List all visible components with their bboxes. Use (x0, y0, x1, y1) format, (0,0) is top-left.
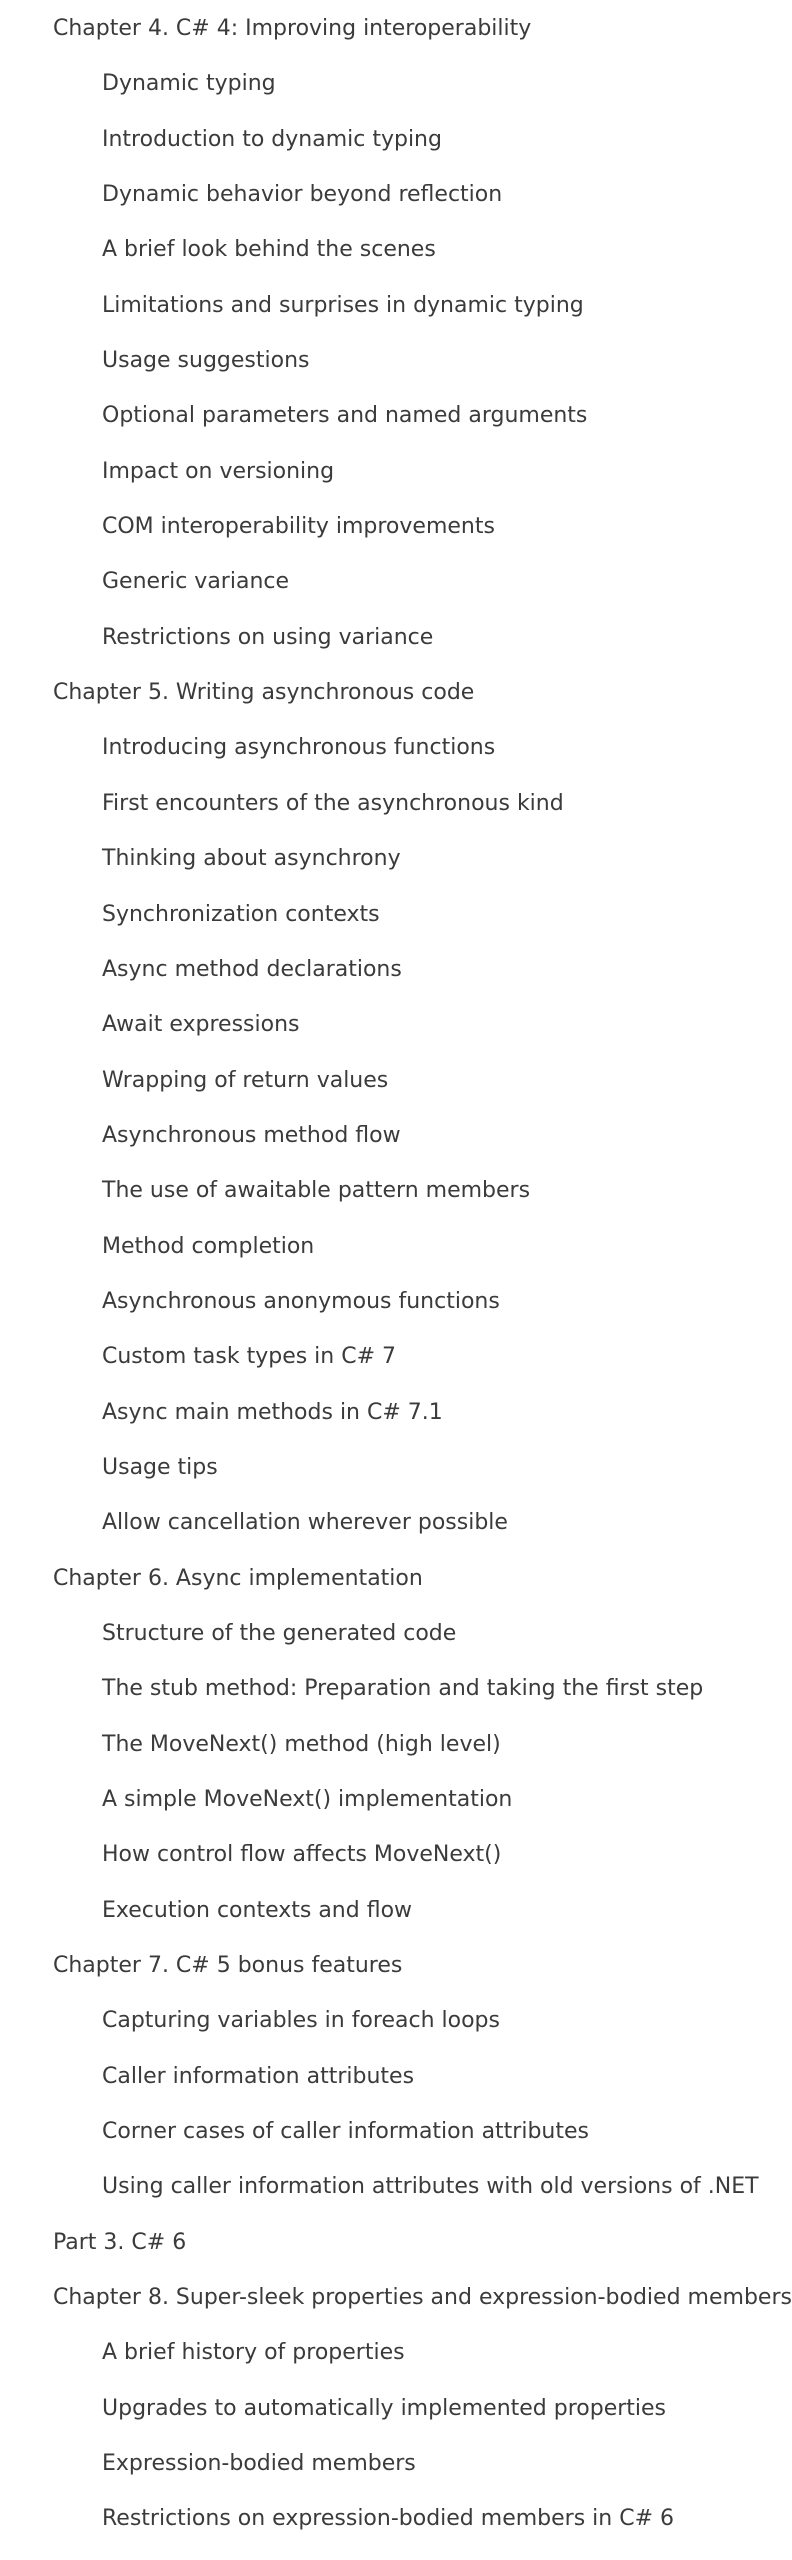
toc-section-link[interactable]: Using caller information attributes with… (102, 2174, 759, 2200)
toc-section-link[interactable]: Caller information attributes (102, 2063, 415, 2089)
toc-section-link[interactable]: Dynamic typing (102, 71, 276, 97)
toc-section-link[interactable]: How control flow affects MoveNext() (102, 1842, 502, 1868)
toc-section-link[interactable]: Upgrades to automatically implemented pr… (102, 2395, 667, 2421)
toc-section-link[interactable]: First encounters of the asynchronous kin… (102, 790, 564, 816)
toc-section-link[interactable]: Capturing variables in foreach loops (102, 2008, 500, 2034)
toc-section-link[interactable]: Impact on versioning (102, 458, 335, 484)
toc-chapter-link[interactable]: Chapter 7. C# 5 bonus features (53, 1953, 403, 1979)
toc-section-link[interactable]: Await expressions (102, 1012, 300, 1038)
toc-section-link[interactable]: Expression-bodied members (102, 2451, 416, 2477)
toc-section-link[interactable]: The stub method: Preparation and taking … (102, 1676, 704, 1702)
toc-section-link[interactable]: Method completion (102, 1233, 315, 1259)
toc-section-link[interactable]: The MoveNext() method (high level) (102, 1731, 501, 1757)
toc-section-link[interactable]: Limitations and surprises in dynamic typ… (102, 292, 584, 318)
toc-section-link[interactable]: COM interoperability improvements (102, 514, 495, 540)
toc-chapter-link[interactable]: Part 3. C# 6 (53, 2229, 187, 2255)
toc-section-link[interactable]: Usage tips (102, 1454, 218, 1480)
toc-section-link[interactable]: Synchronization contexts (102, 901, 380, 927)
toc-section-link[interactable]: Introduction to dynamic typing (102, 126, 442, 152)
toc-section-link[interactable]: Thinking about asynchrony (102, 846, 401, 872)
toc-chapter-link[interactable]: Chapter 5. Writing asynchronous code (53, 680, 475, 706)
toc-section-link[interactable]: Introducing asynchronous functions (102, 735, 496, 761)
toc-section-link[interactable]: The use of awaitable pattern members (102, 1178, 531, 1204)
toc-section-link[interactable]: Custom task types in C# 7 (102, 1344, 397, 1370)
toc-section-link[interactable]: A brief look behind the scenes (102, 237, 436, 263)
toc-section-link[interactable]: Wrapping of return values (102, 1067, 389, 1093)
toc-section-link[interactable]: Async main methods in C# 7.1 (102, 1399, 443, 1425)
toc-section-link[interactable]: Corner cases of caller information attri… (102, 2119, 589, 2145)
toc-section-link[interactable]: Optional parameters and named arguments (102, 403, 588, 429)
toc-section-link[interactable]: Structure of the generated code (102, 1620, 457, 1646)
toc-section-link[interactable]: Usage suggestions (102, 348, 310, 374)
toc-section-link[interactable]: Dynamic behavior beyond reflection (102, 182, 503, 208)
toc-chapter-link[interactable]: Chapter 8. Super-sleek properties and ex… (53, 2285, 792, 2311)
toc-section-link[interactable]: Asynchronous anonymous functions (102, 1288, 500, 1314)
table-of-contents: Chapter 4. C# 4: Improving interoperabil… (53, 16, 792, 2532)
toc-section-link[interactable]: Restrictions on expression-bodied member… (102, 2506, 674, 2532)
toc-section-link[interactable]: Execution contexts and flow (102, 1897, 413, 1923)
toc-section-link[interactable]: Generic variance (102, 569, 290, 595)
toc-section-link[interactable]: Allow cancellation wherever possible (102, 1510, 508, 1536)
toc-section-link[interactable]: A brief history of properties (102, 2340, 405, 2366)
toc-chapter-link[interactable]: Chapter 4. C# 4: Improving interoperabil… (53, 16, 532, 41)
toc-chapter-link[interactable]: Chapter 6. Async implementation (53, 1565, 423, 1591)
toc-section-link[interactable]: Restrictions on using variance (102, 624, 434, 650)
toc-section-link[interactable]: A simple MoveNext() implementation (102, 1787, 513, 1812)
toc-section-link[interactable]: Async method declarations (102, 956, 402, 982)
toc-section-link[interactable]: Asynchronous method flow (102, 1122, 401, 1148)
